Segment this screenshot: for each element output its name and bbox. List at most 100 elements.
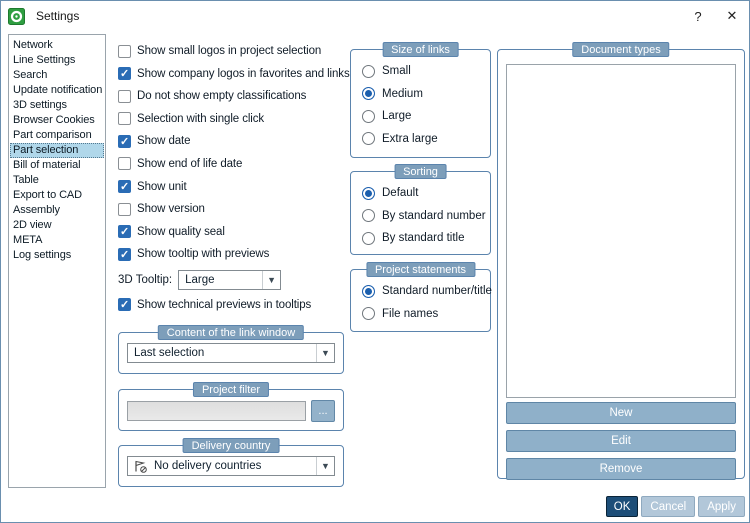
sidebar-item-browser-cookies[interactable]: Browser Cookies (13, 114, 95, 126)
checkbox-label: Show version (137, 203, 205, 216)
radio-size-medium[interactable]: Medium (362, 87, 486, 101)
browse-button[interactable]: ... (311, 400, 335, 422)
checkbox-label: Selection with single click (137, 112, 265, 125)
project-filter-input (127, 401, 306, 421)
checkbox-icon (118, 247, 131, 261)
checkbox-show-version[interactable]: Show version (118, 202, 350, 216)
checkbox-label: Show date (137, 135, 191, 148)
sidebar-item-part-selection[interactable]: Part selection (10, 143, 104, 158)
checkbox-icon (118, 44, 131, 58)
remove-button[interactable]: Remove (506, 458, 736, 480)
sidebar-item-assembly[interactable]: Assembly (13, 204, 60, 216)
chevron-down-icon: ▼ (316, 344, 334, 362)
sidebar-item-log-settings[interactable]: Log settings (13, 249, 72, 261)
radio-label: Standard number/title (382, 285, 492, 297)
document-types-list[interactable] (506, 64, 736, 398)
project-filter-group-title: Project filter (192, 382, 270, 397)
link-window-value: Last selection (134, 347, 205, 359)
3d-tooltip-row: 3D Tooltip: Large ▼ (118, 270, 350, 291)
radio-sort-by-standard-number[interactable]: By standard number (362, 209, 486, 223)
new-button[interactable]: New (506, 402, 736, 424)
delivery-country-select[interactable]: No delivery countries ▼ (127, 456, 335, 476)
checkbox-show-small-logos[interactable]: Show small logos in project selection (118, 44, 350, 58)
sidebar-item-export-to-cad[interactable]: Export to CAD (13, 189, 83, 201)
checkbox-show-quality-seal[interactable]: Show quality seal (118, 225, 350, 239)
checkbox-label: Show unit (137, 180, 187, 193)
radio-label: Large (382, 110, 412, 122)
title-bar: Settings ? ✕ (1, 1, 749, 31)
document-types-group-title: Document types (572, 42, 670, 57)
sidebar-item-3d-settings[interactable]: 3D settings (13, 99, 67, 111)
checkbox-label: Do not show empty classifications (137, 90, 307, 103)
checkbox-icon (118, 298, 131, 312)
checkbox-label: Show small logos in project selection (137, 45, 322, 57)
edit-button[interactable]: Edit (506, 430, 736, 452)
radio-icon (362, 87, 375, 100)
sidebar-item-bill-of-material[interactable]: Bill of material (13, 159, 81, 171)
cancel-button[interactable]: Cancel (641, 496, 696, 517)
sidebar-item-meta[interactable]: META (13, 234, 43, 246)
radio-icon (362, 64, 375, 78)
radio-size-large[interactable]: Large (362, 109, 486, 123)
radio-label: By standard title (382, 232, 465, 244)
sidebar-item-update-notification[interactable]: Update notification (13, 84, 103, 96)
checkbox-show-technical-previews[interactable]: Show technical previews in tooltips (118, 298, 350, 312)
checkbox-no-empty-classifications[interactable]: Do not show empty classifications (118, 89, 350, 103)
project-statements-group-title: Project statements (365, 262, 476, 277)
delivery-country-group-title: Delivery country (182, 438, 280, 453)
checkbox-icon (118, 112, 131, 126)
radio-label: Small (382, 65, 411, 77)
3d-tooltip-value: Large (185, 274, 215, 287)
checkbox-icon (118, 225, 131, 239)
apply-button[interactable]: Apply (698, 496, 745, 517)
radio-label: Medium (382, 87, 423, 100)
checkbox-show-date[interactable]: Show date (118, 134, 350, 148)
radio-label: By standard number (382, 209, 486, 222)
link-window-group-title: Content of the link window (157, 325, 305, 340)
checkbox-label: Show company logos in favorites and link… (137, 67, 350, 80)
sidebar-item-search[interactable]: Search (13, 69, 48, 81)
sidebar-item-2d-view[interactable]: 2D view (13, 219, 52, 231)
checkbox-show-end-of-life-date[interactable]: Show end of life date (118, 157, 350, 171)
checkbox-show-unit[interactable]: Show unit (118, 180, 350, 194)
radio-sort-default[interactable]: Default (362, 186, 486, 200)
radio-standard-number-title[interactable]: Standard number/title (362, 284, 492, 298)
radio-size-extra-large[interactable]: Extra large (362, 132, 486, 146)
radio-icon (362, 132, 375, 145)
ok-button[interactable]: OK (605, 496, 639, 517)
checkbox-label: Show end of life date (137, 157, 243, 170)
radio-size-small[interactable]: Small (362, 64, 486, 78)
radio-icon (362, 231, 375, 245)
no-flag-icon (133, 460, 148, 473)
document-types-group: Document types New Edit Remove (497, 42, 745, 480)
checkbox-icon (118, 180, 131, 194)
checkbox-label: Show quality seal (137, 225, 225, 238)
close-button[interactable]: ✕ (726, 8, 738, 23)
window-title: Settings (36, 9, 80, 23)
checkbox-show-tooltip-previews[interactable]: Show tooltip with previews (118, 247, 350, 261)
radio-icon (362, 109, 375, 123)
radio-label: Default (382, 187, 419, 199)
checkbox-single-click-selection[interactable]: Selection with single click (118, 112, 350, 126)
radio-file-names[interactable]: File names (362, 307, 486, 321)
3d-tooltip-select[interactable]: Large ▼ (178, 270, 282, 291)
sidebar-item-line-settings[interactable]: Line Settings (13, 54, 76, 66)
checkbox-icon (118, 202, 131, 216)
sidebar-item-part-comparison[interactable]: Part comparison (13, 129, 92, 141)
radio-sort-by-standard-title[interactable]: By standard title (362, 231, 486, 245)
radio-icon (362, 307, 375, 320)
help-button[interactable]: ? (694, 8, 702, 24)
radio-label: File names (382, 307, 439, 320)
titlebar-buttons: ? ✕ (681, 1, 749, 31)
size-of-links-group: Size of links Small Medium Large Extra l… (350, 42, 491, 158)
radio-icon (362, 186, 375, 200)
checkbox-label: Show tooltip with previews (137, 248, 270, 261)
checkbox-label: Show technical previews in tooltips (137, 298, 312, 311)
checkbox-show-company-logos[interactable]: Show company logos in favorites and link… (118, 67, 350, 81)
sidebar-item-table[interactable]: Table (13, 174, 39, 186)
app-logo-icon (8, 7, 25, 25)
sidebar-item-network[interactable]: Network (13, 39, 53, 51)
link-window-select[interactable]: Last selection ▼ (127, 343, 335, 363)
project-statements-group: Project statements Standard number/title… (350, 262, 492, 332)
